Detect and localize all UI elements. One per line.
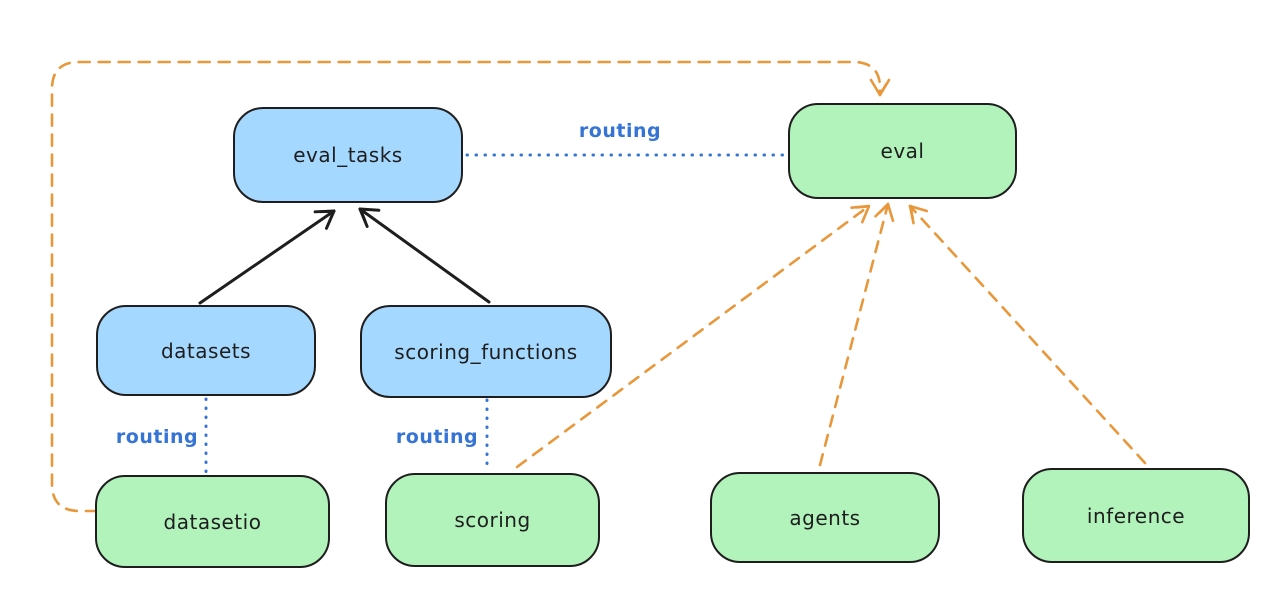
- edge-scoring-functions-to-eval-tasks: [358, 207, 491, 304]
- node-agents: agents: [710, 472, 940, 563]
- node-scoring-functions-label: scoring_functions: [394, 339, 578, 364]
- node-eval: eval: [788, 103, 1017, 199]
- node-eval-tasks: eval_tasks: [233, 107, 463, 203]
- edge-agents-to-eval: [818, 202, 895, 467]
- edge-scoring-to-eval: [515, 204, 871, 469]
- node-inference: inference: [1022, 468, 1250, 563]
- node-scoring: scoring: [385, 473, 600, 567]
- edge-label-routing-datasets-datasetio: routing: [115, 426, 199, 448]
- node-datasets-label: datasets: [160, 338, 252, 363]
- node-scoring-label: scoring: [454, 508, 531, 532]
- edge-inference-to-eval: [908, 204, 1147, 465]
- edge-datasets-to-eval-tasks: [198, 209, 336, 305]
- node-agents-label: agents: [789, 505, 861, 530]
- node-eval-label: eval: [880, 139, 925, 163]
- node-datasets: datasets: [96, 305, 316, 396]
- node-inference-label: inference: [1086, 503, 1186, 528]
- node-datasetio-label: datasetio: [163, 509, 262, 534]
- node-scoring-functions: scoring_functions: [360, 305, 612, 398]
- edge-label-routing-scoring-functions-scoring: routing: [395, 426, 479, 448]
- edge-label-routing-eval-tasks-eval: routing: [578, 120, 662, 142]
- node-eval-tasks-label: eval_tasks: [293, 143, 403, 167]
- node-datasetio: datasetio: [95, 475, 330, 568]
